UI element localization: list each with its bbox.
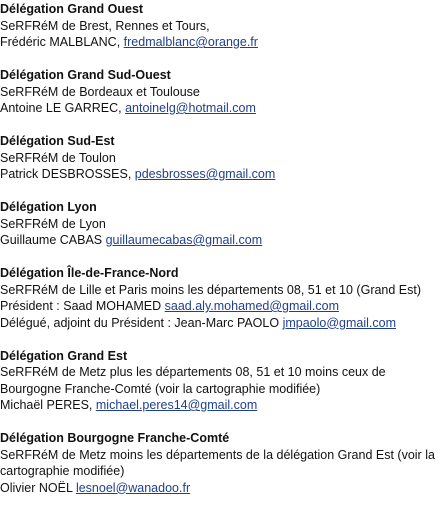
section-grand-est: Délégation Grand Est SeRFRéM de Metz plu… [0,348,440,414]
section-bourgogne-franche-comte: Délégation Bourgogne Franche-Comté SeRFR… [0,430,440,496]
email-link[interactable]: saad.aly.mohamed@gmail.com [164,299,339,313]
section-description: SeRFRéM de Metz plus les départements 08… [0,365,386,396]
contact-line: Président : Saad MOHAMED saad.aly.mohame… [0,298,440,315]
contact-name: Président : Saad MOHAMED [0,299,165,313]
contact-line: Patrick DESBROSSES, pdesbrosses@gmail.co… [0,166,440,183]
contact-line: Guillaume CABAS guillaumecabas@gmail.com [0,232,440,249]
section-sud-est: Délégation Sud-Est SeRFRéM de Toulon Pat… [0,133,440,183]
contact-line: Michaël PERES, michael.peres14@gmail.com [0,397,440,414]
section-description: SeRFRéM de Bordeaux et Toulouse [0,84,200,99]
contact-line: Antoine LE GARREC, antoinelg@hotmail.com [0,100,440,117]
section-title: Délégation Grand Sud-Ouest [0,68,171,82]
section-description: SeRFRéM de Toulon [0,150,116,165]
section-title: Délégation Grand Est [0,348,128,363]
contact-name: Frédéric MALBLANC, [0,35,124,49]
contact-name: Délégué, adjoint du Président : Jean-Mar… [0,315,283,330]
section-grand-ouest: Délégation Grand Ouest SeRFRéM de Brest,… [0,1,440,51]
delegations-list: Délégation Grand Ouest SeRFRéM de Brest,… [0,1,440,496]
section-title: Délégation Île-de-France-Nord [0,266,179,280]
email-link[interactable]: pdesbrosses@gmail.com [134,167,276,181]
contact-name: Antoine LE GARREC, [0,101,126,115]
contact-line: Olivier NOËL lesnoel@wanadoo.fr [0,480,440,497]
section-description: SeRFRéM de Lille et Paris moins les dépa… [0,282,422,297]
email-link[interactable]: antoinelg@hotmail.com [125,101,256,115]
section-title: Délégation Lyon [0,200,97,214]
section-title: Délégation Sud-Est [0,134,115,148]
section-title: Délégation Bourgogne Franche-Comté [0,431,230,445]
email-link[interactable]: guillaumecabas@gmail.com [105,233,263,247]
contact-name: Patrick DESBROSSES, [0,167,135,181]
section-title: Délégation Grand Ouest [0,2,144,16]
email-link[interactable]: lesnoel@wanadoo.fr [75,480,191,495]
section-description: SeRFRéM de Metz moins les départements d… [0,447,435,479]
contact-line: Délégué, adjoint du Président : Jean-Mar… [0,315,440,332]
section-ile-de-france-nord: Délégation Île-de-France-Nord SeRFRéM de… [0,265,440,331]
section-grand-sud-ouest: Délégation Grand Sud-Ouest SeRFRéM de Bo… [0,67,440,117]
contact-name: Michaël PERES, [0,398,96,412]
section-lyon: Délégation Lyon SeRFRéM de Lyon Guillaum… [0,199,440,249]
section-description: SeRFRéM de Brest, Rennes et Tours, [0,18,210,33]
contact-name: Guillaume CABAS [0,233,106,247]
contact-line: Frédéric MALBLANC, fredmalblanc@orange.f… [0,34,440,51]
section-description: SeRFRéM de Lyon [0,216,106,231]
email-link[interactable]: jmpaolo@gmail.com [282,315,396,330]
email-link[interactable]: michael.peres14@gmail.com [95,398,258,412]
contact-name: Olivier NOËL [0,480,76,495]
email-link[interactable]: fredmalblanc@orange.fr [123,35,258,49]
